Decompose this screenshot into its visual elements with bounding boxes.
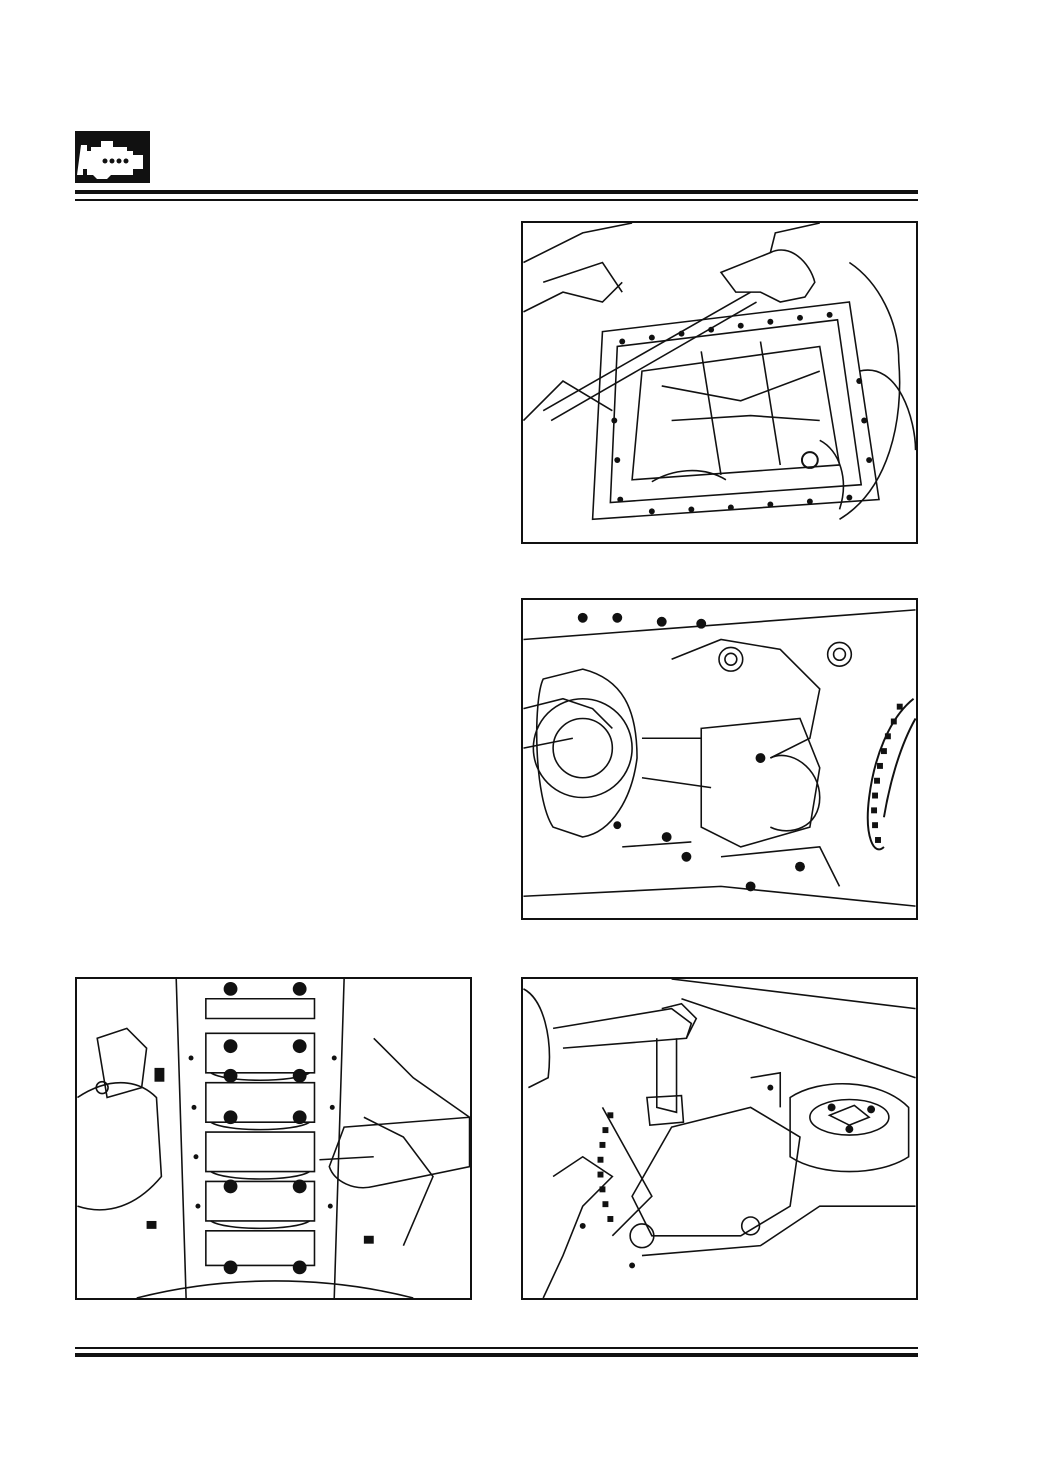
- oil-sump-bolts-illustration: [523, 223, 916, 521]
- figure-oil-sump-bolts: [521, 221, 918, 544]
- engine-logo-icon: [75, 131, 150, 183]
- figure-main-bearing-caps: [75, 977, 472, 1300]
- footer-rule-thin: [75, 1347, 918, 1349]
- figure-oil-pump-sprocket: [521, 598, 918, 920]
- footer-rule-thick: [75, 1353, 918, 1357]
- main-bearing-caps-illustration: [77, 979, 470, 1298]
- oil-pump-sprocket-illustration: [523, 609, 916, 907]
- header-rule-thin: [75, 199, 918, 201]
- header-rule-thick: [75, 190, 918, 194]
- torque-wrench-oil-pump-illustration: [523, 979, 916, 1298]
- figure-torque-wrench-oil-pump: [521, 977, 918, 1300]
